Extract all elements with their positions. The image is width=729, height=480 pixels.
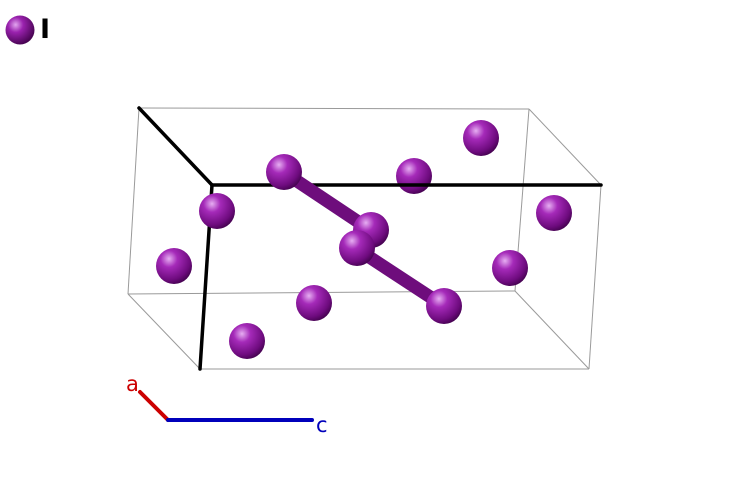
orientation-axes: a c — [126, 372, 328, 437]
iodine-atom — [156, 248, 192, 284]
iodine-atom — [266, 154, 302, 190]
iodine-atom — [396, 158, 432, 194]
iodine-atom — [536, 195, 572, 231]
axis-a-line — [138, 390, 170, 422]
iodine-atom — [426, 288, 462, 324]
iodine-atom — [296, 285, 332, 321]
cell-edge — [127, 107, 140, 295]
legend-label: I — [40, 14, 51, 45]
atoms-back — [396, 120, 499, 194]
atoms-front — [156, 154, 572, 359]
axis-a-label: a — [126, 372, 139, 396]
iodine-atom — [339, 230, 375, 266]
iodine-atom — [492, 250, 528, 286]
iodine-atom — [199, 193, 235, 229]
cell-edge-bold — [137, 106, 214, 187]
iodine-legend-swatch — [5, 15, 35, 45]
cell-edge — [138, 107, 530, 110]
iodine-atom — [229, 323, 265, 359]
cell-edge — [127, 293, 201, 370]
axis-c-label: c — [316, 413, 328, 437]
legend: I — [5, 14, 50, 46]
cell-edge — [588, 184, 602, 370]
iodine-atom — [463, 120, 499, 156]
cell-edge — [528, 108, 602, 186]
cell-edge — [514, 290, 590, 370]
